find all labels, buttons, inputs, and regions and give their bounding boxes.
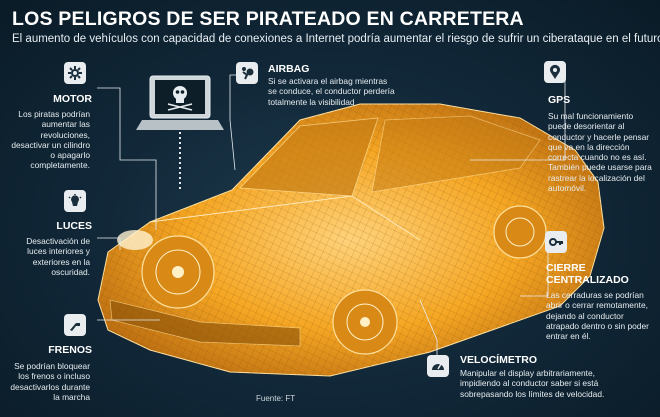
wireframe-car bbox=[97, 103, 605, 377]
airbag-label: AIRBAG bbox=[268, 63, 310, 75]
page-subtitle: El aumento de vehículos con capacidad de… bbox=[12, 33, 660, 45]
brake-pedal-icon bbox=[64, 314, 86, 336]
gps-label: GPS bbox=[548, 94, 571, 106]
frenos-label: FRENOS bbox=[48, 344, 92, 356]
speedometer-icon bbox=[427, 355, 449, 377]
page-title: LOS PELIGROS DE SER PIRATEADO EN CARRETE… bbox=[12, 8, 524, 30]
light-icon bbox=[64, 190, 86, 212]
velocimetro-label: VELOCÍMETRO bbox=[460, 354, 538, 366]
key-icon bbox=[545, 231, 567, 253]
airbag-icon bbox=[236, 62, 258, 84]
velocimetro-description: Manipular el display arbitrariamente,imp… bbox=[460, 368, 605, 399]
map-pin-icon bbox=[544, 61, 566, 83]
motor-label: MOTOR bbox=[53, 93, 92, 105]
gear-icon bbox=[64, 62, 86, 84]
source-credit: Fuente: FT bbox=[256, 394, 296, 403]
laptop-skull-icon bbox=[136, 75, 224, 130]
luces-label: LUCES bbox=[56, 220, 92, 232]
